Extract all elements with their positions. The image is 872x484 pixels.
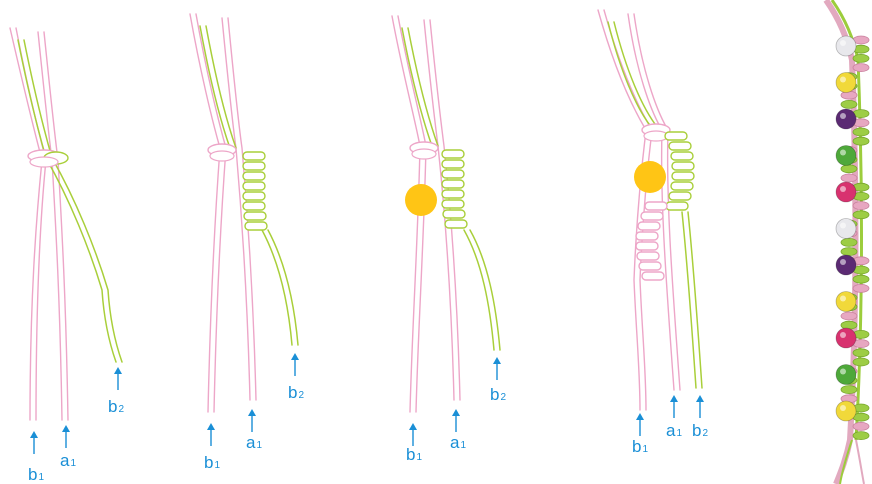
label-b2: b2 [108, 397, 124, 416]
bead-highlight [840, 259, 846, 265]
arrow-b2 [493, 357, 501, 380]
bead-magenta [836, 328, 856, 348]
label-b1: b1 [204, 453, 220, 472]
step-2-diagram: b1 a1 b2 [190, 14, 304, 472]
braid-loop [841, 174, 857, 182]
braid-loop [853, 137, 869, 145]
label-a1: a1 [450, 433, 466, 452]
braid-loop [841, 165, 857, 173]
label-b1: b1 [632, 437, 648, 456]
braid-loop [853, 349, 869, 357]
finished-bracelet-photo [740, 0, 872, 484]
arrow-b2 [291, 353, 299, 376]
step-3-diagram: b1 a1 b2 [392, 16, 506, 464]
braid-loop [853, 64, 869, 72]
knot-1 [28, 150, 68, 167]
arrow-b2 [696, 395, 704, 418]
braid-loop [841, 100, 857, 108]
cord-a1-pink [38, 32, 68, 420]
bead-yellow [634, 161, 666, 193]
label-b2: b2 [288, 383, 304, 402]
step-1-diagram: b1 a1 b2 [10, 28, 124, 484]
bead-highlight [840, 150, 846, 156]
cord-b2-green [18, 40, 122, 362]
braid-loop [853, 358, 869, 366]
braid-loop [853, 432, 869, 440]
bead-purple [836, 255, 856, 275]
bead-yellow [836, 401, 856, 421]
knot-1 [208, 144, 236, 161]
arrow-a1 [452, 409, 460, 432]
pink-half-knot-spiral [636, 202, 667, 280]
braid-loop [841, 238, 857, 246]
step-4-diagram: b1 a1 b2 [598, 10, 708, 456]
cord-b1-pink [190, 14, 226, 412]
bead-yellow [836, 292, 856, 312]
half-knot-spiral [243, 152, 267, 230]
braid-loop [853, 422, 869, 430]
arrow-b1 [636, 413, 644, 436]
label-b1: b1 [28, 465, 44, 484]
label-a1: a1 [666, 421, 682, 440]
label-b2: b2 [490, 385, 506, 404]
bead-highlight [840, 369, 846, 375]
bead-yellow [405, 184, 437, 216]
bead-highlight [840, 113, 846, 119]
bead-highlight [840, 40, 846, 46]
braid-loop [841, 248, 857, 256]
bead-highlight [840, 186, 846, 192]
bead-purple [836, 109, 856, 129]
arrow-b1 [207, 423, 215, 446]
label-a1: a1 [246, 433, 262, 452]
bead-green [836, 365, 856, 385]
arrow-a1 [62, 425, 70, 448]
label-a1: a1 [60, 451, 76, 470]
arrow-b1 [409, 423, 417, 446]
braid-loop [853, 211, 869, 219]
bead-highlight [840, 223, 846, 229]
cord-b1-pink [598, 10, 652, 410]
braid-loop [853, 202, 869, 210]
arrow-a1 [248, 409, 256, 432]
braid-loop [853, 275, 869, 283]
bead-highlight [840, 296, 846, 302]
bead-magenta [836, 182, 856, 202]
braid-loop [853, 128, 869, 136]
arrow-b1 [30, 431, 38, 454]
bead-white [836, 36, 856, 56]
bead-green [836, 146, 856, 166]
bead-yellow [836, 73, 856, 93]
bead-highlight [840, 332, 846, 338]
arrow-b2 [114, 367, 122, 390]
bead-highlight [840, 405, 846, 411]
green-half-knot-spiral [665, 132, 694, 210]
braid-loop [853, 284, 869, 292]
label-b1: b1 [406, 445, 422, 464]
arrow-a1 [670, 395, 678, 418]
knot-1 [410, 142, 438, 159]
bead-highlight [840, 77, 846, 83]
braid-loop [853, 54, 869, 62]
label-b2: b2 [692, 421, 708, 440]
braid-loop [841, 386, 857, 394]
bead-white [836, 219, 856, 239]
braid-loop [841, 312, 857, 320]
half-knot-spiral [442, 150, 467, 228]
